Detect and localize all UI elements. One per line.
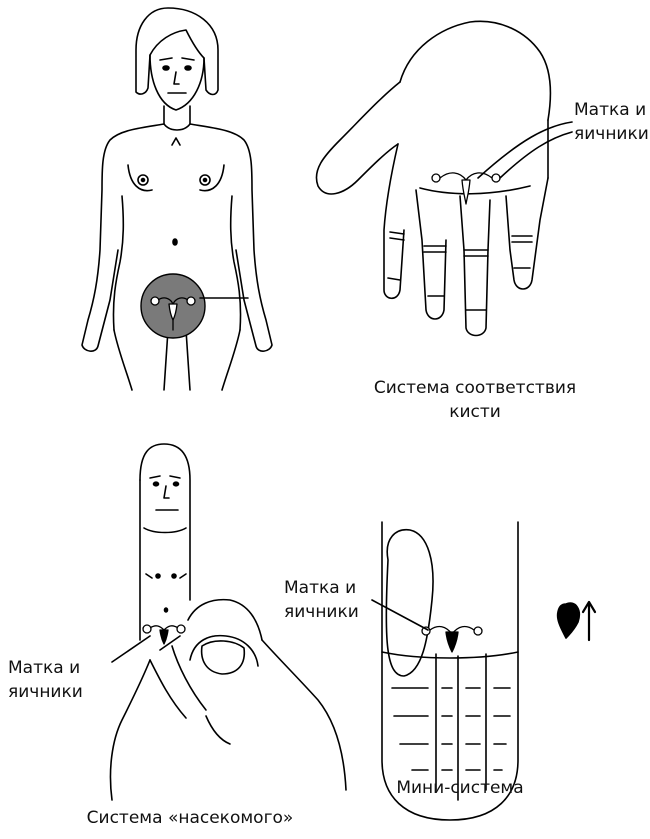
mini-uterus-icon bbox=[421, 625, 483, 653]
body-uterus-icon bbox=[150, 296, 196, 331]
body-hair bbox=[135, 7, 219, 96]
hand-finger-ring bbox=[459, 195, 491, 337]
hand-system-caption: Система соответствия кисти bbox=[373, 378, 577, 422]
insect-finger-figure bbox=[139, 443, 191, 641]
body-torso-right bbox=[189, 123, 273, 352]
hand-pointer-line bbox=[477, 121, 573, 179]
mini-pointer-line bbox=[371, 599, 429, 631]
mini-finger-figure bbox=[381, 521, 519, 821]
hand-finger-middle bbox=[415, 189, 447, 320]
female-body-figure bbox=[81, 7, 273, 391]
hand-palm-figure bbox=[315, 20, 552, 337]
hand-uterus-icon bbox=[431, 172, 501, 205]
mini-system-caption: Мини-система bbox=[396, 778, 524, 798]
insect-uterus-icon bbox=[142, 624, 186, 645]
hand-finger-little bbox=[505, 177, 549, 290]
insect-organ-label: Матка и яичники bbox=[8, 658, 83, 702]
insect-fist-figure bbox=[109, 598, 347, 801]
body-torso-left bbox=[81, 123, 165, 352]
mini-organ-label: Матка и яичники bbox=[284, 578, 359, 622]
insect-system-caption: Система «насекомого» bbox=[86, 808, 294, 828]
insect-pointer-line bbox=[111, 635, 151, 663]
hand-finger-index bbox=[383, 143, 405, 300]
hand-organ-label: Матка и яичники bbox=[574, 100, 649, 144]
body-face bbox=[149, 54, 205, 111]
seed-arrow-up-icon bbox=[556, 600, 597, 642]
